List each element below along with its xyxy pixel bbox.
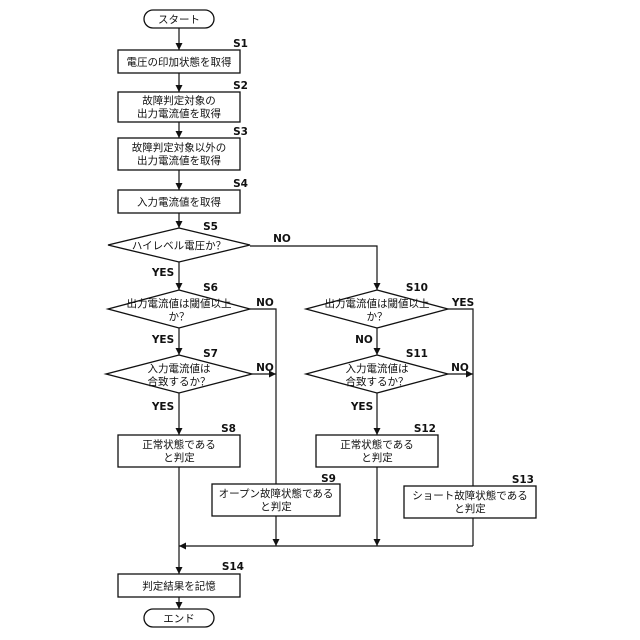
s10-yes-label: YES (451, 297, 474, 309)
s6-no-label: NO (256, 297, 274, 309)
s11-text-1: 入力電流値は (346, 362, 409, 375)
arrow-to-s12 (374, 428, 381, 435)
s7-step-label: S7 (203, 348, 218, 360)
s11-yes-label: YES (350, 401, 373, 413)
s2-step-label: S2 (233, 80, 248, 92)
arrow-to-s3 (176, 131, 183, 138)
arrow-s9-down (273, 539, 280, 546)
connector-s5-no-s10 (250, 246, 377, 290)
s6-text-1: 出力電流値は閾値以上 (127, 297, 232, 310)
s10-step-label: S10 (406, 282, 428, 294)
s2-text-1: 故障判定対象の (142, 94, 216, 107)
arrow-to-s5 (176, 221, 183, 228)
s3-step-label: S3 (233, 126, 248, 138)
arrow-to-s14 (176, 567, 183, 574)
arrow-to-s4 (176, 183, 183, 190)
arrow-to-s7 (176, 348, 183, 355)
s6-step-label: S6 (203, 282, 218, 294)
end-label: エンド (163, 613, 195, 625)
s4-step-label: S4 (233, 178, 248, 190)
s7-yes-label: YES (151, 401, 174, 413)
s10-text-2: か？ (367, 311, 388, 323)
s4-text-1: 入力電流値を取得 (137, 196, 221, 209)
s8-step-label: S8 (221, 423, 236, 435)
arrowheads (176, 43, 474, 609)
arrow-to-s2 (176, 85, 183, 92)
s11-step-label: S11 (406, 348, 428, 360)
arrow-to-s8 (176, 428, 183, 435)
s13-text-2: と判定 (454, 502, 486, 515)
s11-no-label: NO (451, 362, 469, 374)
s10-text-1: 出力電流値は閾値以上 (325, 297, 430, 310)
s3-text-2: 出力電流値を取得 (137, 154, 221, 167)
s13-step-label: S13 (512, 474, 534, 486)
s3-text-1: 故障判定対象以外の (132, 141, 227, 154)
s7-no-label: NO (256, 362, 274, 374)
s9-text-2: と判定 (260, 500, 292, 513)
arrow-to-s1 (176, 43, 183, 50)
s11-text-2: 合致するか？ (346, 375, 409, 388)
s12-text-1: 正常状態である (340, 438, 413, 451)
s7-text-2: 合致するか？ (148, 375, 211, 388)
s5-step-label: S5 (203, 221, 218, 233)
s5-text-1: ハイレベル電圧か？ (132, 240, 226, 252)
s8-text-1: 正常状態である (142, 438, 215, 451)
s6-yes-label: YES (151, 334, 174, 346)
arrow-to-s11 (374, 348, 381, 355)
s14-text-1: 判定結果を記憶 (142, 580, 216, 593)
s10-no-label: NO (355, 334, 373, 346)
s5-no-label: NO (273, 233, 291, 245)
arrow-merge-left (179, 543, 186, 550)
s1-text-1: 電圧の印加状態を取得 (127, 56, 232, 69)
s1-step-label: S1 (233, 38, 248, 50)
s5-yes-label: YES (151, 267, 174, 279)
s12-text-2: と判定 (361, 451, 393, 464)
arrow-to-s6 (176, 283, 183, 290)
s7-text-1: 入力電流値は (148, 362, 211, 375)
s14-step-label: S14 (222, 561, 244, 573)
s8-text-2: と判定 (163, 451, 195, 464)
arrow-to-s10 (374, 283, 381, 290)
s12-step-label: S12 (414, 423, 436, 435)
s9-text-1: オープン故障状態である (219, 487, 334, 500)
s6-text-2: か？ (169, 311, 190, 323)
s9-step-label: S9 (321, 473, 336, 485)
arrow-s12-down (374, 539, 381, 546)
s2-text-2: 出力電流値を取得 (137, 107, 221, 120)
arrow-to-end (176, 602, 183, 609)
start-label: スタート (158, 14, 200, 26)
s13-text-1: ショート故障状態である (412, 489, 527, 502)
